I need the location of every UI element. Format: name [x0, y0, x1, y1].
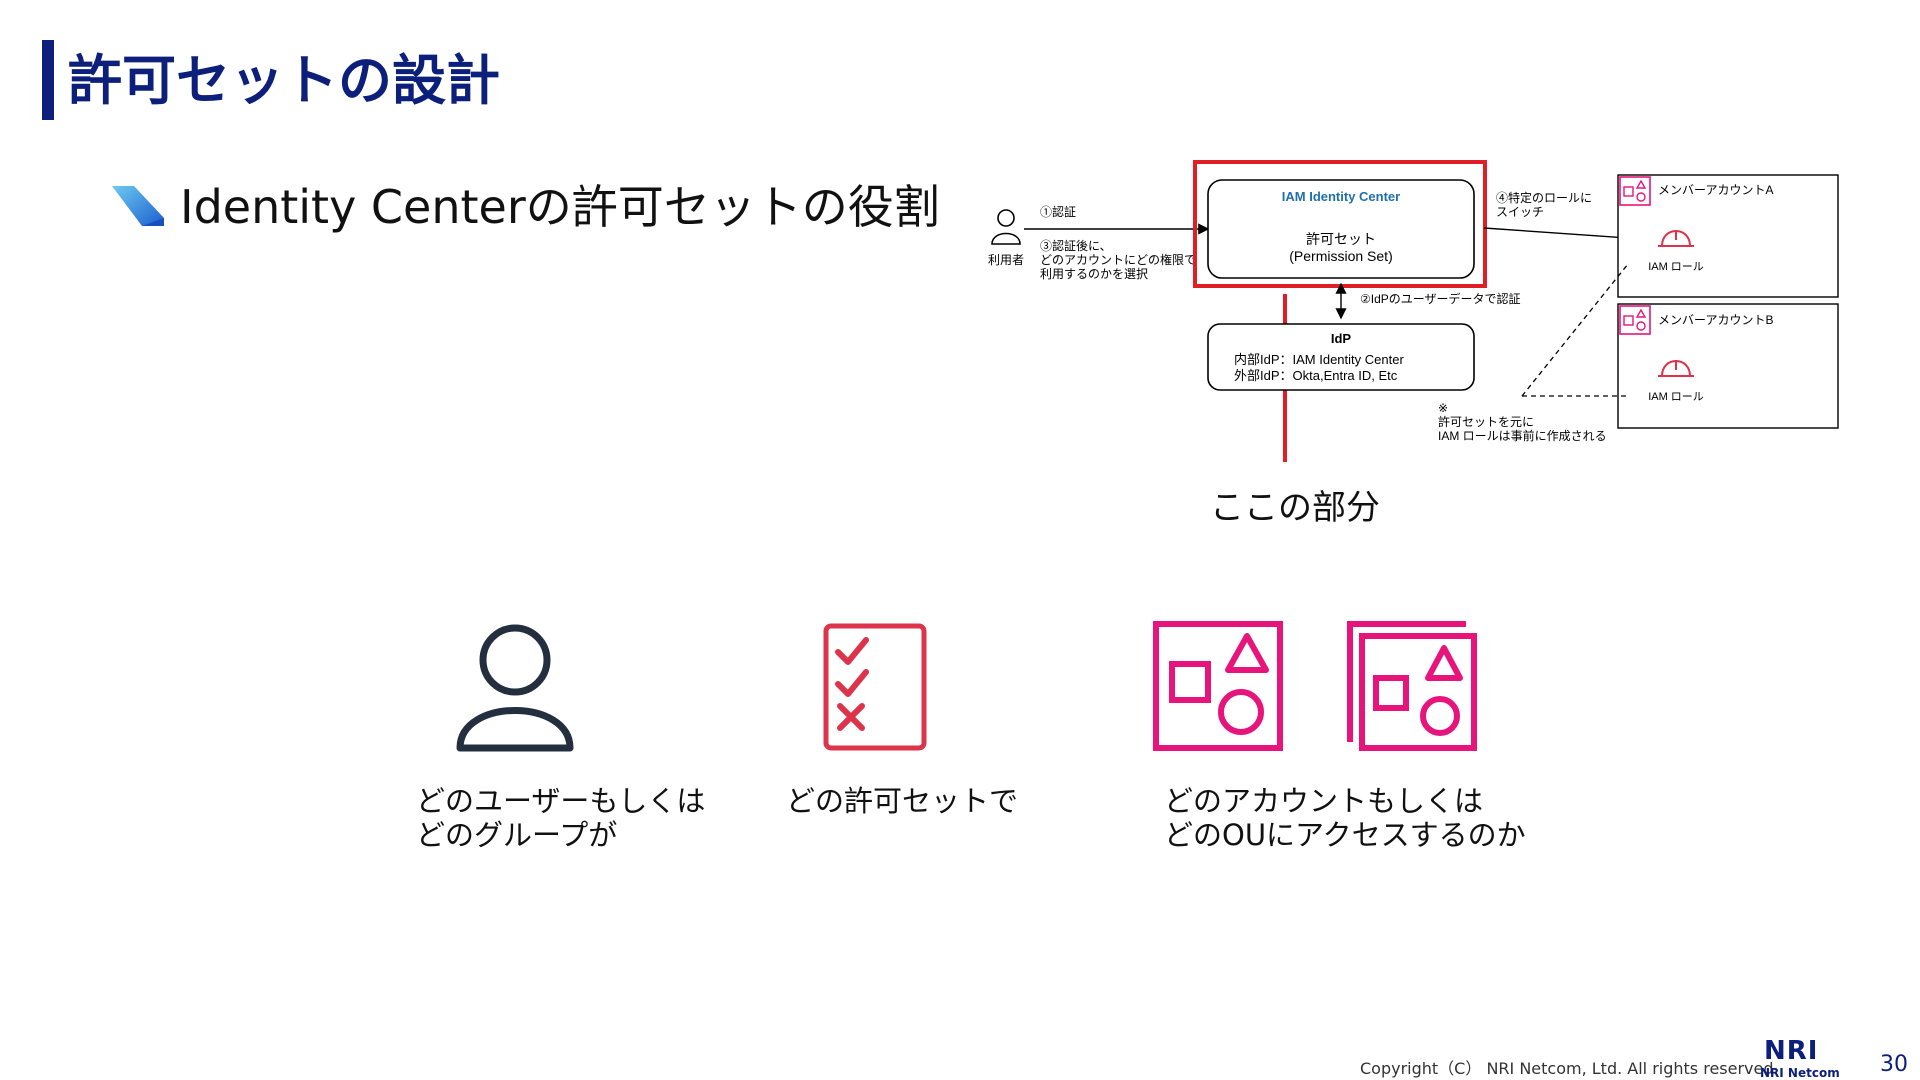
concept-user-line1: どのユーザーもしくは	[416, 784, 706, 818]
permission-set-line1: 許可セット	[1306, 231, 1376, 247]
user-icon	[456, 624, 574, 752]
bullet-arrow-icon	[112, 186, 164, 226]
step4-line1: ④特定のロールに	[1496, 190, 1592, 205]
account-b-box	[1617, 303, 1839, 429]
idp-box	[1207, 323, 1475, 391]
note-line2: IAM ロールは事前に作成される	[1438, 428, 1607, 443]
step3-line1: ③認証後に、	[1040, 238, 1112, 253]
account-a-icon	[1619, 176, 1651, 206]
concept-account-line2: どのOUにアクセスするのか	[1164, 818, 1526, 852]
account-b-label: メンバーアカウントB	[1658, 313, 1774, 327]
iam-role-a-label: IAM ロール	[1648, 261, 1704, 273]
subtitle: Identity Centerの許可セットの役割	[180, 180, 940, 234]
step2-label: ②IdPのユーザーデータで認証	[1360, 291, 1521, 306]
iam-role-a-icon	[1658, 230, 1694, 247]
page-title: 許可セットの設計	[68, 49, 500, 112]
account-a-label: メンバーアカウントA	[1658, 183, 1774, 197]
note-line1: 許可セットを元に	[1438, 415, 1534, 429]
iam-role-b-icon	[1658, 360, 1694, 377]
step4-line2: スイッチ	[1496, 205, 1544, 219]
step1-label: ①認証	[1040, 204, 1076, 219]
identity-center-title: IAM Identity Center	[1282, 189, 1400, 204]
identity-center-box	[1207, 179, 1475, 279]
iam-role-b-label: IAM ロール	[1648, 391, 1704, 403]
nri-logo-subtext: NRI Netcom	[1760, 1066, 1840, 1080]
checklist-icon	[823, 623, 927, 751]
account-icon	[1153, 621, 1283, 751]
note-mark: ※	[1438, 401, 1448, 415]
concept-user-line2: どのグループが	[416, 818, 618, 852]
copyright: Copyright（C） NRI Netcom, Ltd. All rights…	[1360, 1059, 1779, 1078]
user-label: 利用者	[988, 253, 1024, 267]
account-a-box	[1617, 174, 1839, 298]
concept-permission-line1: どの許可セットで	[786, 784, 1019, 818]
callout-label: ここの部分	[1210, 488, 1380, 528]
concept-account-line1: どのアカウントもしくは	[1164, 784, 1484, 818]
title-accent-bar	[42, 40, 54, 120]
account-b-icon	[1619, 305, 1651, 335]
permission-set-line2: (Permission Set)	[1289, 248, 1392, 264]
nri-logo: NRI	[1764, 1036, 1819, 1066]
idp-line1: 内部IdP：IAM Identity Center	[1234, 352, 1404, 367]
step3-line2: どのアカウントにどの権限で	[1040, 252, 1196, 267]
note-dash-a	[1521, 263, 1629, 397]
step3-line3: 利用するのかを選択	[1040, 267, 1148, 281]
idp-line2: 外部IdP：Okta,Entra ID, Etc	[1234, 368, 1398, 383]
page-number: 30	[1880, 1052, 1908, 1077]
ou-icon	[1347, 621, 1477, 751]
user-small-icon	[991, 209, 1021, 245]
idp-title: IdP	[1331, 331, 1352, 346]
